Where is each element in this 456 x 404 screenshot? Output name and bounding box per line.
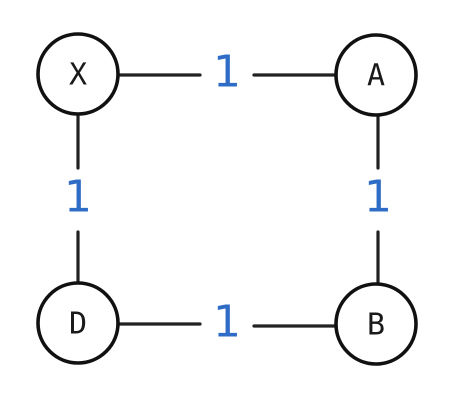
node-a: A xyxy=(334,33,418,117)
weight-a-b: 1 xyxy=(364,172,392,223)
node-label-a: A xyxy=(367,59,385,94)
weight-x-d: 1 xyxy=(64,172,92,223)
edge-d-b xyxy=(115,322,338,328)
node-label-b: B xyxy=(367,308,385,343)
node-x: X xyxy=(36,32,120,116)
weight-d-b: 1 xyxy=(213,297,241,348)
weight-x-a: 1 xyxy=(213,47,241,98)
node-d: D xyxy=(36,281,120,365)
node-label-x: X xyxy=(69,58,87,93)
node-b: B xyxy=(334,282,418,366)
node-label-d: D xyxy=(69,307,87,342)
